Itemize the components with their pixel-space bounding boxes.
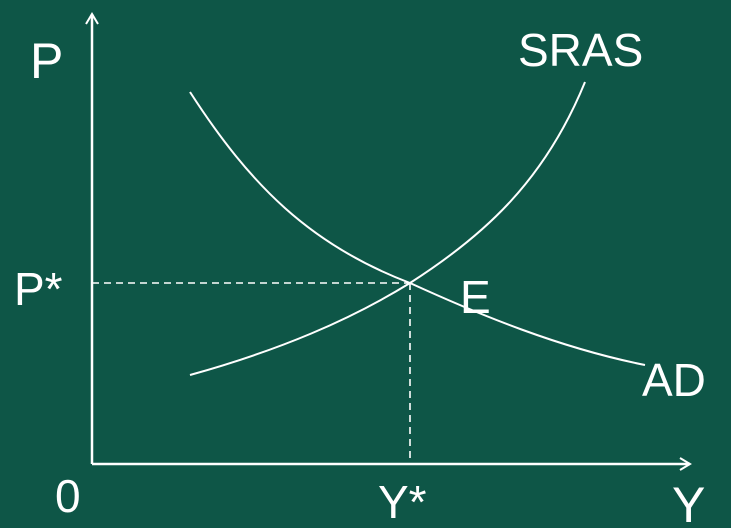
x-axis-label: Y: [672, 477, 705, 528]
sras-curve-label: SRAS: [518, 24, 643, 76]
ad-curve: [189, 91, 646, 366]
sras-curve: [189, 81, 586, 376]
equilibrium-point-label: E: [460, 271, 491, 323]
origin-label: 0: [55, 470, 81, 522]
ad-curve-label: AD: [642, 354, 706, 406]
y-axis-label: P: [30, 33, 63, 89]
price-equilibrium-label: P*: [14, 263, 63, 315]
output-equilibrium-label: Y*: [378, 476, 427, 528]
